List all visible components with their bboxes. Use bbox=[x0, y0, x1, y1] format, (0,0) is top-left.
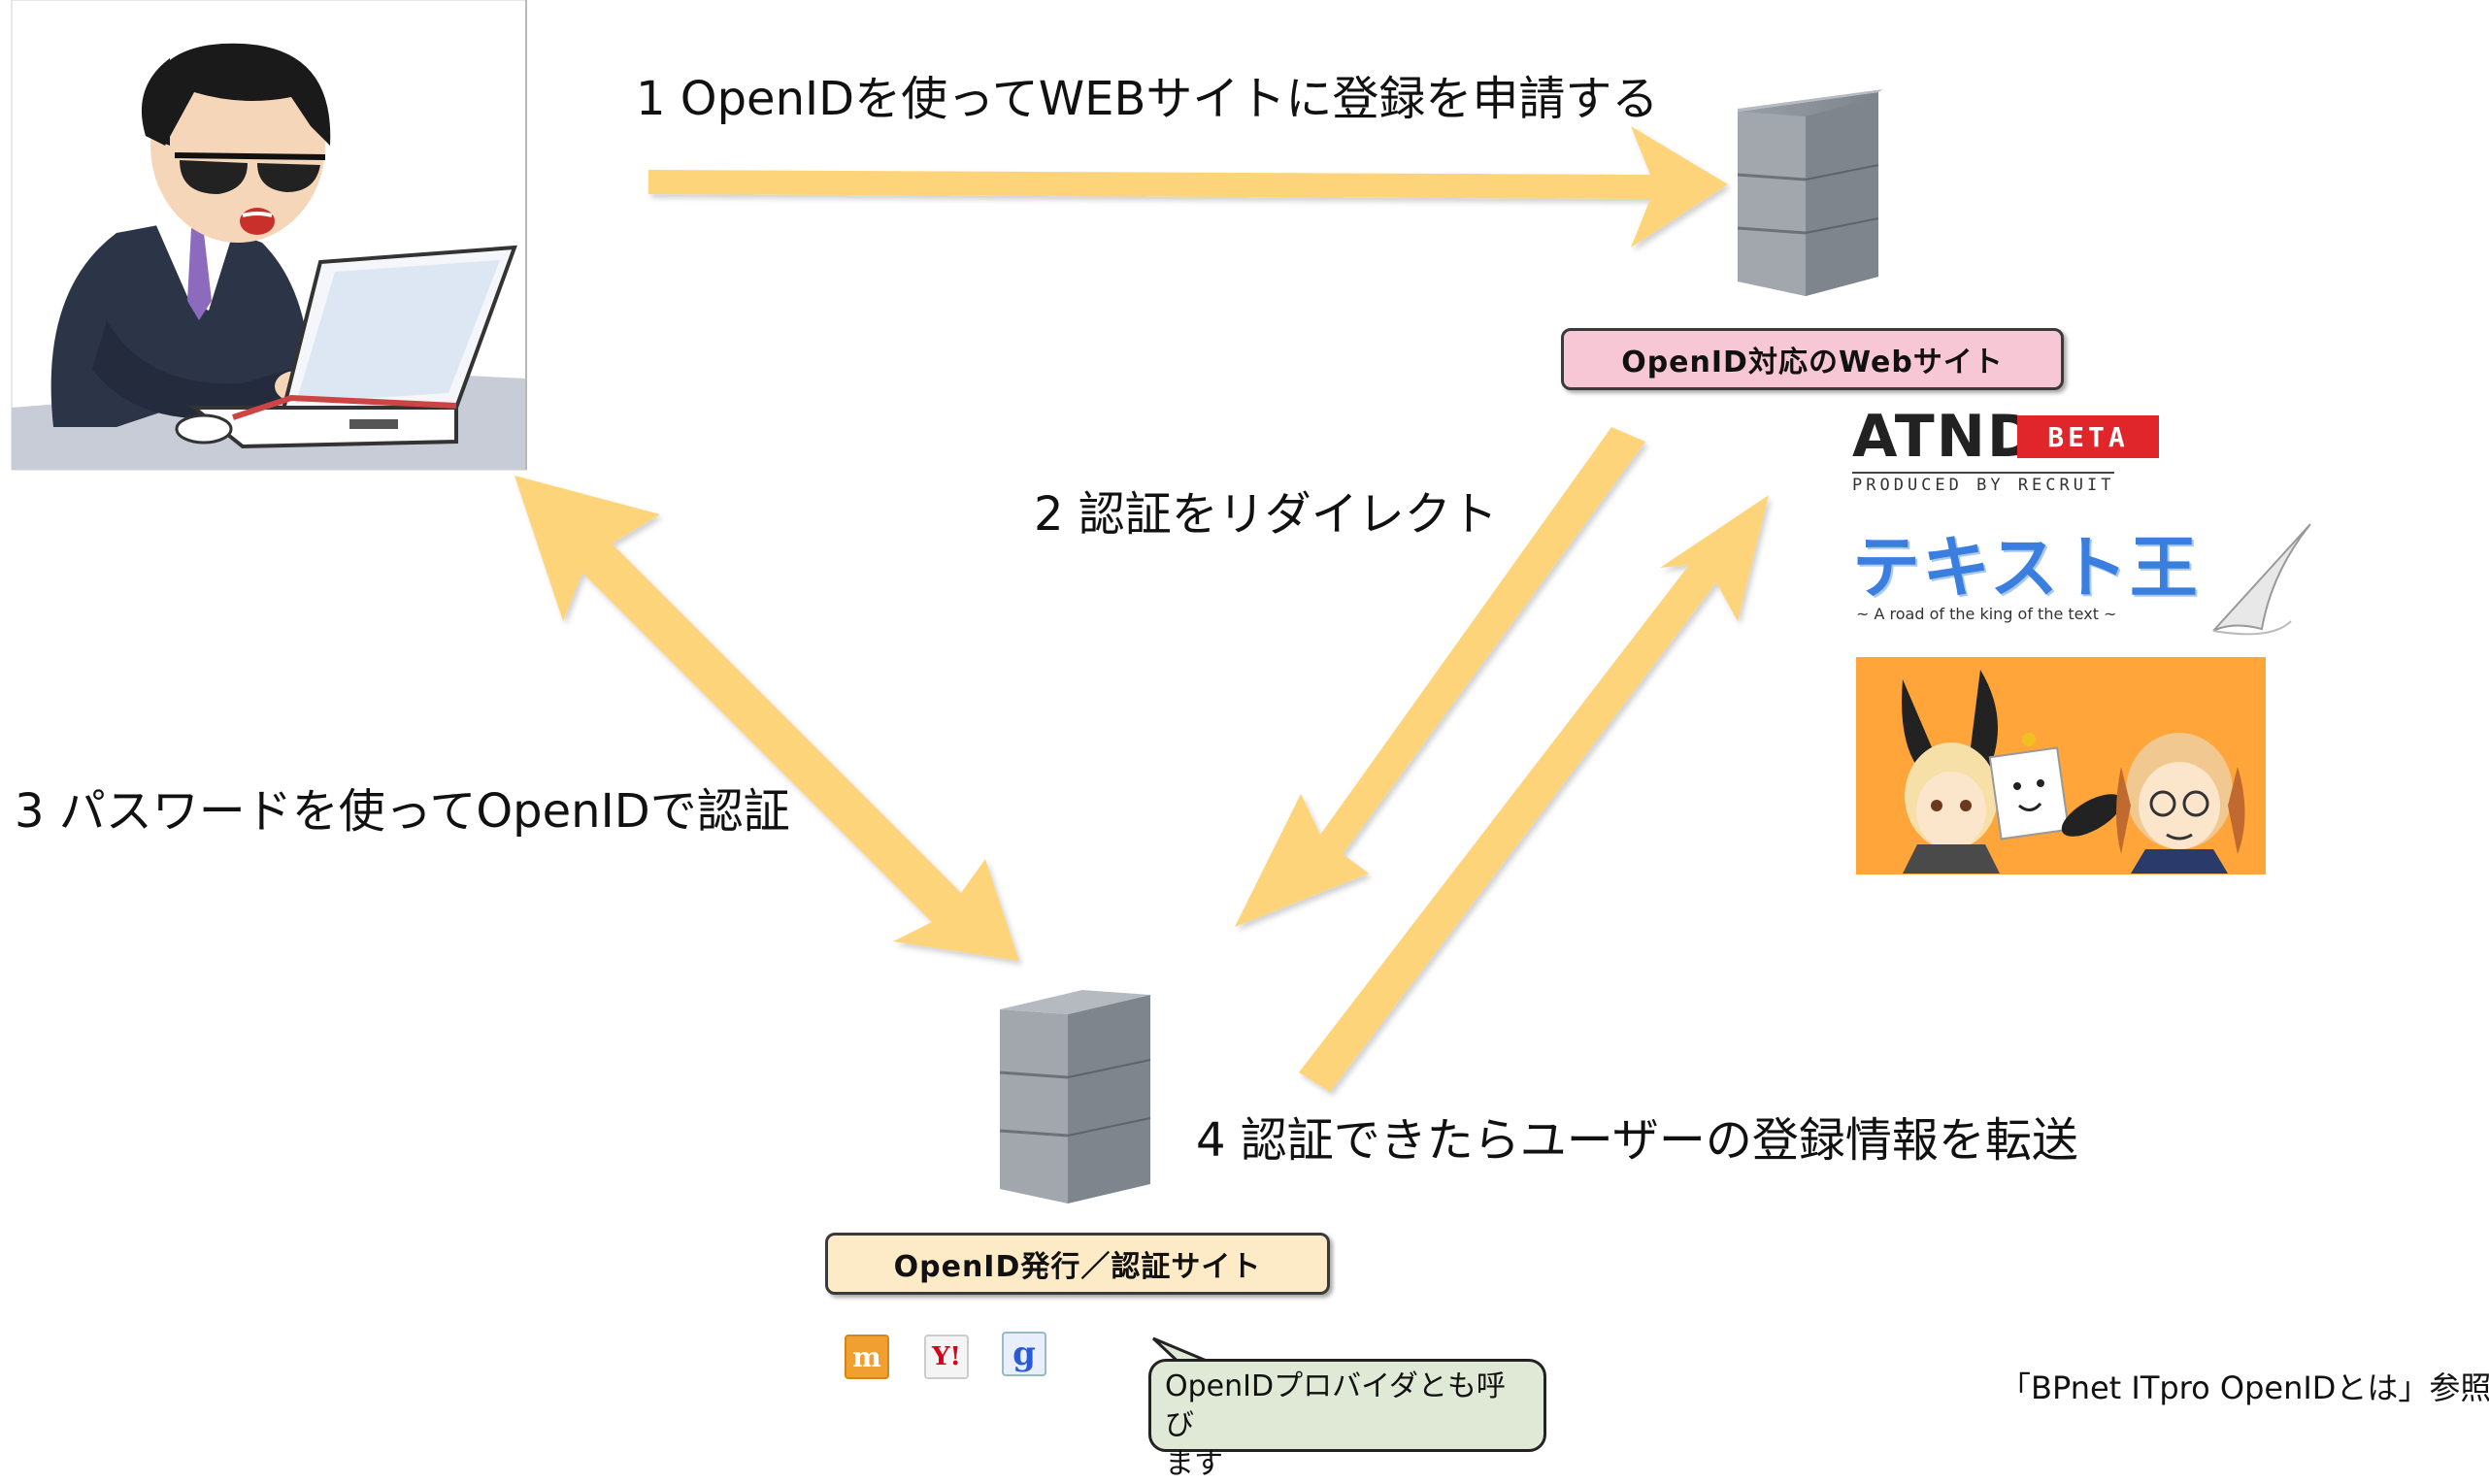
arrow-1-apply bbox=[648, 126, 1728, 247]
user-illustration bbox=[11, 0, 527, 471]
tekisuto-title: テキスト王 bbox=[1852, 528, 2200, 608]
provider-server-icon bbox=[999, 990, 1151, 1204]
yahoo-icon: Y! bbox=[924, 1335, 969, 1379]
bubble-line-1: OpenIDプロバイダとも呼び bbox=[1165, 1369, 1506, 1442]
web-server-icon bbox=[1737, 89, 1883, 296]
atnd-subtitle: PRODUCED BY RECRUIT bbox=[1852, 472, 2115, 495]
sunglasses bbox=[180, 160, 248, 194]
provider-site-label: OpenID発行／認証サイト bbox=[825, 1233, 1330, 1295]
atnd-beta-badge: BETA bbox=[2017, 415, 2159, 458]
tekisuto-logo: テキスト王 ~ A road of the king of the text ~ bbox=[1852, 529, 2279, 636]
quill-icon bbox=[2212, 523, 2311, 632]
arrow-3-authenticate bbox=[514, 476, 1019, 961]
step-4-label: 4 認証できたらユーザーの登録情報を転送 bbox=[1196, 1113, 2078, 1168]
bubble-line-2: ます bbox=[1165, 1447, 1223, 1481]
mixi-icon: m bbox=[845, 1335, 889, 1379]
step-1-label: 1 OpenIDを使ってWEBサイトに登録を申請する bbox=[636, 72, 1659, 126]
step-2-label: 2 認証をリダイレクト bbox=[1034, 487, 1498, 542]
tekisuto-subtitle: ~ A road of the king of the text ~ bbox=[1856, 605, 2117, 623]
arrow-4-transfer bbox=[1299, 495, 1769, 1092]
web-site-mascot-illustration bbox=[1856, 657, 2266, 874]
hair bbox=[145, 43, 331, 146]
atnd-logo: ATND BETA PRODUCED BY RECRUIT bbox=[1852, 408, 2159, 495]
atnd-title: ATND bbox=[1852, 403, 2038, 471]
provider-speech-bubble: OpenIDプロバイダとも呼び ます bbox=[1148, 1359, 1546, 1481]
google-icon: g bbox=[1002, 1332, 1046, 1376]
web-site-label: OpenID対応のWebサイト bbox=[1561, 328, 2064, 390]
openid-flow-diagram bbox=[11, 0, 2311, 1204]
reference-note: 「BPnet ITpro OpenIDとは」参照 bbox=[2000, 1369, 2489, 1406]
step-3-label: 3 パスワードを使ってOpenIDで認証 bbox=[15, 784, 790, 839]
arrow-2-redirect bbox=[1235, 427, 1645, 927]
